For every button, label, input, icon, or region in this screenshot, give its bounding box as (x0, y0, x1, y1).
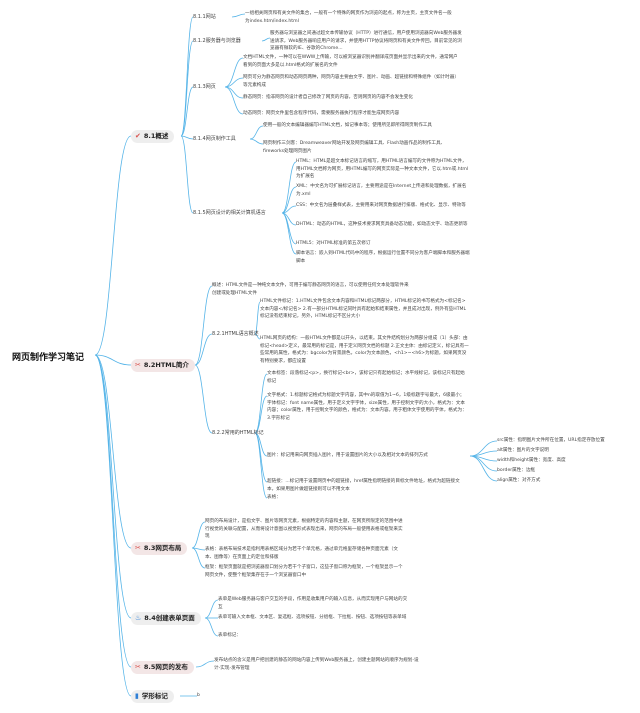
link-8-1-child-3 (180, 135, 194, 140)
link-8-1-5-note-1 (281, 186, 297, 214)
note-8-2-1-b: HTML网页的结构：一般HTML文件都是以开头，以结束。其文件结构划分为两部分组… (260, 336, 469, 364)
note-8-1-5-dhtml: DHTML：动态的HTML，这种技术要求网页具备动态功能，如动态文字、动态更新等 (296, 222, 468, 227)
note-8-2-1-a: HTML文件标记：1.HTML文件包含文本内容和HTML标记两部分，HTML标记… (260, 299, 467, 320)
note-8-1-5-html5: HTML5：对HTML标准的第五次修订 (296, 241, 371, 246)
img-attr-alt: alt属性：图片的文字说明 (497, 448, 549, 453)
link-img-attr-4 (469, 455, 498, 482)
link-8-4-note-2 (204, 617, 219, 637)
note-8-1-4-b: 网页制作三剑客：Dreamweaver网站开发及网页编辑工具、Flash动画作品… (263, 141, 446, 154)
note-8-2-intro: 概述：HTML文件是一种纯文本文件，可用于编写静态网页的语言，可以使用任何文本处… (212, 283, 409, 296)
link-8-1-3-note-1 (224, 77, 244, 88)
link-8-4-note-0 (204, 599, 219, 619)
link-8-2-1-note-0 (254, 301, 261, 335)
link-8-5-note (195, 660, 215, 668)
root-topic[interactable]: 网页制作学习笔记 (12, 353, 85, 363)
link-root-section-3 (94, 354, 132, 619)
scissors-icon: ✂ (135, 361, 141, 369)
note-8-3-c: 框架：框架页面就是把浏览器窗口划分为若干个子窗口，这些子窗口称为框架，一个框架显… (205, 565, 403, 578)
note-8-3-a: 网页的布局设计，是指文字、图片等网页元素，根据特定的内容和主题，在网页所限定的范… (205, 519, 403, 540)
topic-8-1-2[interactable]: 8.1.2服务器与浏览器 (193, 38, 241, 44)
link-8-1-5-note-5 (281, 212, 297, 255)
note-8-1-3-c: 静态网页：指非网页的设计者自己修改了网页的内容，否则网页的内容不会发生变化 (243, 95, 413, 100)
img-attr-src: src属性：指明图片文件所在位置，URL指定存放位置 (497, 438, 605, 443)
note-8-2-2-table: 表格： (267, 495, 281, 500)
img-attr-size: width和height属性：宽度、高度 (497, 458, 566, 463)
note-8-5: 发布站点的含义是用户把创建的静态的网站内容上传到Web服务器上，创建主题网站的顺… (214, 658, 419, 671)
img-attr-border: border属性：边框 (497, 468, 536, 473)
note-bookmark: b (197, 693, 200, 698)
note-8-3-b: 表格：表格布局技术是指利用表格区域分为若干个单元格，通过单元格里存储各种页面元素… (205, 547, 398, 560)
link-8-1-3-note-3 (224, 86, 244, 115)
link-root-section-4 (94, 354, 132, 668)
link-8-1-child-0 (180, 16, 194, 137)
topic-8-2-1[interactable]: 8.2.1HTML语言概述 (212, 331, 259, 337)
img-attr-align: align属性：对齐方式 (497, 478, 541, 483)
link-8-2-2-note-4 (254, 432, 268, 499)
link-8-2-1-note-1 (254, 333, 261, 340)
link-8-1-2-note (261, 37, 271, 42)
scissors-icon: ✂ (135, 663, 141, 671)
link-8-2-intro (194, 285, 213, 366)
topic-8-1-1[interactable]: 8.1.1网站 (193, 14, 216, 20)
link-8-1-4-note-0 (249, 125, 264, 140)
link-root-section-5 (94, 354, 132, 697)
topic-8-1-3[interactable]: 8.1.3网页 (193, 84, 216, 90)
section-bookmark[interactable]: ▮ 学形标记 (131, 690, 174, 703)
note-8-1-5-css: CSS：中文名为层叠样式表，主要用来对网页数据进行排版、格式化、显示、特效等 (296, 203, 466, 208)
section-8-1[interactable]: ✔ 8.1概述 (131, 130, 175, 143)
note-8-1-4-a: 使用一般的文本编辑器编写HTML文档，如记事本等；使用所见即所得网页制作工具 (263, 123, 432, 128)
topic-8-1-4[interactable]: 8.1.4网页制作工具 (193, 136, 236, 142)
link-8-1-5-note-0 (281, 161, 297, 214)
note-8-2-2-link: 超链接：...标记用于设置网页中的超链接，href属性指明链接的目标文件地址，格… (267, 479, 460, 492)
flame-icon: ♨ (135, 614, 142, 622)
link-root-section-1 (94, 354, 132, 366)
link-8-1-child-4 (180, 135, 194, 214)
link-8-2-2-note-1 (254, 395, 268, 434)
link-8-3-note-2 (191, 547, 206, 569)
note-8-2-2-text: 文本标签：段落标记<p>，换行标记<br>，该标记只有起始标记；水平线标记，该标… (267, 371, 465, 384)
note-8-4-c: 表单标记： (218, 633, 241, 638)
note-8-2-2-img: 图片：标记用来向网页插入图片，用于设置图片的大小以及相对文本的排列方式 (267, 453, 428, 458)
link-8-1-1-note (231, 13, 246, 18)
note-8-1-2: 服务器与浏览器之间通过超文本传输协议（HTTP）进行通信，用户使用浏览器向Web… (270, 31, 462, 52)
check-icon: ✔ (135, 132, 141, 140)
note-8-4-b: 表单可输入文本框、文本区、复选框、选项按钮、分组框、下拉框、按钮、选项按钮等表单… (218, 615, 407, 620)
note-8-4-a: 表单是Web服务器与客户交互的手段，作用是收集用户的输入信息，从而实现用户与网站… (218, 597, 408, 610)
note-8-2-2-font: 文字格式：1.标题标记格式为标题文字内容，其中n的取值为1~6，1级标题字号最大… (267, 393, 467, 421)
link-8-1-3-note-0 (224, 57, 244, 88)
bookmark-icon: ▮ (135, 692, 139, 700)
link-8-3-note-0 (191, 521, 206, 549)
link-8-1-3-note-2 (224, 86, 244, 99)
link-8-2-2-note-0 (254, 373, 268, 434)
section-8-4[interactable]: ♨ 8.4创建表单页面 (131, 612, 201, 625)
section-8-3[interactable]: ✂ 8.3网页布局 (131, 542, 188, 555)
link-8-2-1 (194, 333, 213, 366)
scissors-icon: ✂ (135, 544, 141, 552)
link-8-1-4-note-1 (249, 138, 264, 145)
section-8-2[interactable]: ✂ 8.2HTML简介 (131, 359, 195, 372)
link-8-1-child-2 (180, 86, 194, 137)
note-8-1-5-html: HTML：HTML是超文本标记语言的缩写，用HTML语言编写的文件称为HTML文… (296, 159, 469, 180)
link-root-section-0 (94, 135, 132, 356)
topic-8-1-5[interactable]: 8.1.5网页设计的相关计算机语言 (193, 210, 266, 216)
topic-8-2-2[interactable]: 8.2.2常用的HTML标记 (212, 430, 264, 436)
link-8-2-2-note-3 (254, 432, 268, 483)
note-8-1-3-d: 动态网页：网页文件里包含程序代码，需要服务器执行程序才能生成网页内容 (243, 111, 400, 116)
note-8-1-3-a: 文档HTML文件，一种可以在WWW上传输，可以被浏览器识别并翻译成页面并显示出来… (243, 55, 458, 68)
note-8-1-5-script: 脚本语言：嵌入到HTML代码中的程序，根据运行位置不同分为客户端脚本和服务器端脚… (296, 251, 470, 264)
link-8-1-child-1 (180, 40, 194, 137)
section-8-5[interactable]: ✂ 8.5网页的发布 (131, 661, 194, 674)
link-8-1-5-note-2 (281, 205, 297, 214)
link-8-2-2 (194, 364, 213, 434)
note-8-1-1: 一组相关网页和有关文件的集合，一般有一个特殊的网页作为浏览的起点，称为主页，主页… (245, 11, 452, 24)
link-8-1-5-note-4 (281, 212, 297, 245)
note-8-1-3-b: 网页可分为静态网页和动态网页两种，网页内容主要由文字、图片、动画、超链接和特殊组… (243, 75, 457, 88)
link-root-section-2 (94, 354, 132, 549)
note-8-1-5-xml: XML：中文名为可扩展标记语言，主要用途是在Internet上传递和处理数据，扩… (296, 184, 467, 197)
